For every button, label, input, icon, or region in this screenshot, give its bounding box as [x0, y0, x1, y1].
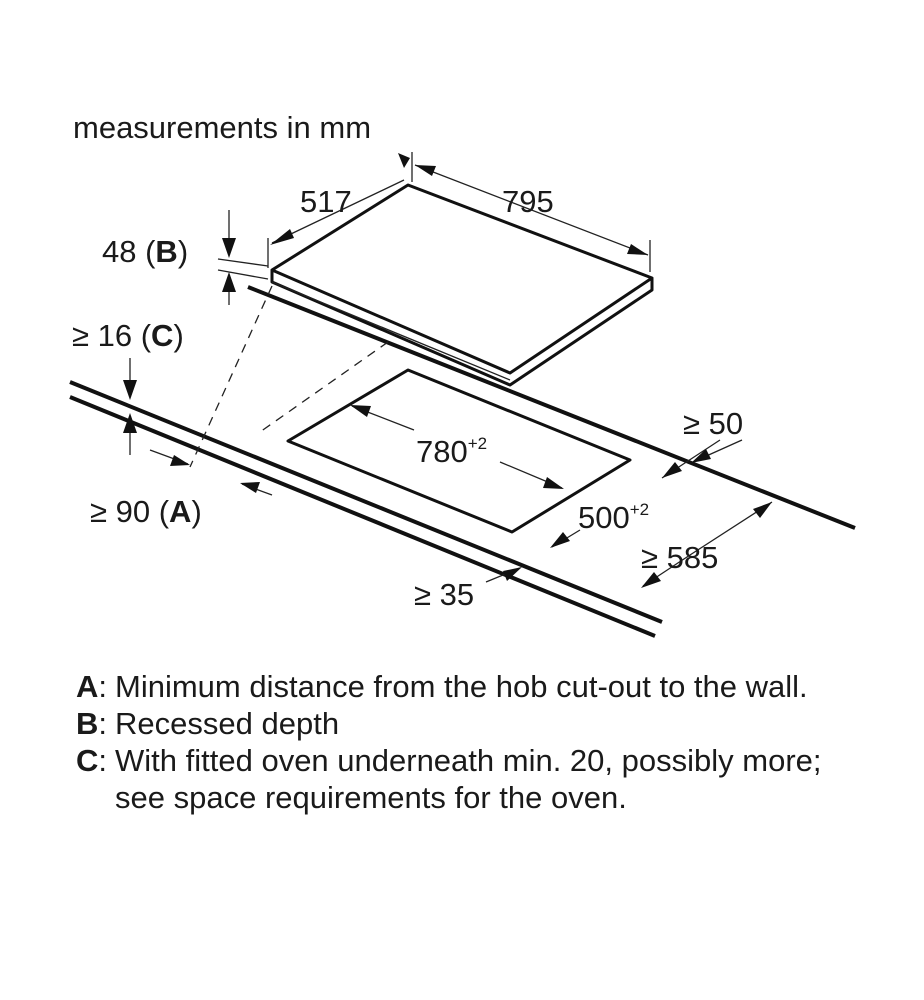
legend-key: A	[76, 669, 99, 704]
hob-side-edge	[270, 270, 654, 387]
dim-500: 500+2	[550, 439, 721, 548]
legend-key: C	[76, 743, 99, 778]
worktop-back-edge	[247, 285, 856, 530]
dim-585-label: ≥ 585	[641, 540, 718, 575]
worktop-front-edge-bottom	[69, 395, 656, 638]
dim-48-b: 48 (B)	[102, 210, 269, 305]
dim-48-b-label: 48 (B)	[102, 234, 188, 269]
projection-line-left	[189, 285, 273, 468]
dim-35: ≥ 35	[414, 567, 522, 612]
dim-795: 795	[398, 152, 651, 272]
worktop-front-edge-top	[69, 380, 663, 624]
legend: A: Minimum distance from the hob cut-out…	[76, 668, 896, 816]
legend-item-c: C: With fitted oven underneath min. 20, …	[76, 742, 896, 816]
dim-585: ≥ 585	[641, 501, 773, 588]
legend-item-a: A: Minimum distance from the hob cut-out…	[76, 668, 896, 705]
dim-780-label: 780+2	[416, 434, 487, 469]
dim-50-label: ≥ 50	[683, 406, 743, 441]
diagram-title: measurements in mm	[73, 110, 371, 145]
dim-35-label: ≥ 35	[414, 577, 474, 612]
dim-50: ≥ 50	[683, 406, 743, 463]
cutout-opening	[286, 368, 632, 534]
hob	[270, 183, 654, 387]
legend-text: Recessed depth	[115, 706, 340, 741]
legend-text: With fitted oven underneath min. 20, pos…	[115, 743, 822, 815]
dim-90-a-label: ≥ 90 (A)	[90, 494, 202, 529]
legend-text: Minimum distance from the hob cut-out to…	[115, 669, 808, 704]
worktop	[69, 285, 856, 638]
dim-780: 780+2	[350, 405, 564, 489]
installation-diagram: measurements in mm 517 795	[69, 110, 856, 638]
hob-frame-line	[271, 281, 511, 381]
legend-key: B	[76, 706, 99, 741]
dim-517-label: 517	[300, 184, 352, 219]
dim-500-label: 500+2	[578, 500, 649, 535]
dim-795-label: 795	[502, 184, 554, 219]
legend-item-b: B: Recessed depth	[76, 705, 896, 742]
projection-line-mid	[259, 341, 389, 433]
dim-517: 517	[267, 179, 405, 268]
dim-16-c-label: ≥ 16 (C)	[72, 318, 184, 353]
dim-90-a: ≥ 90 (A)	[90, 449, 273, 529]
dim-16-c: ≥ 16 (C)	[72, 318, 184, 455]
hob-top-surface	[270, 183, 654, 375]
